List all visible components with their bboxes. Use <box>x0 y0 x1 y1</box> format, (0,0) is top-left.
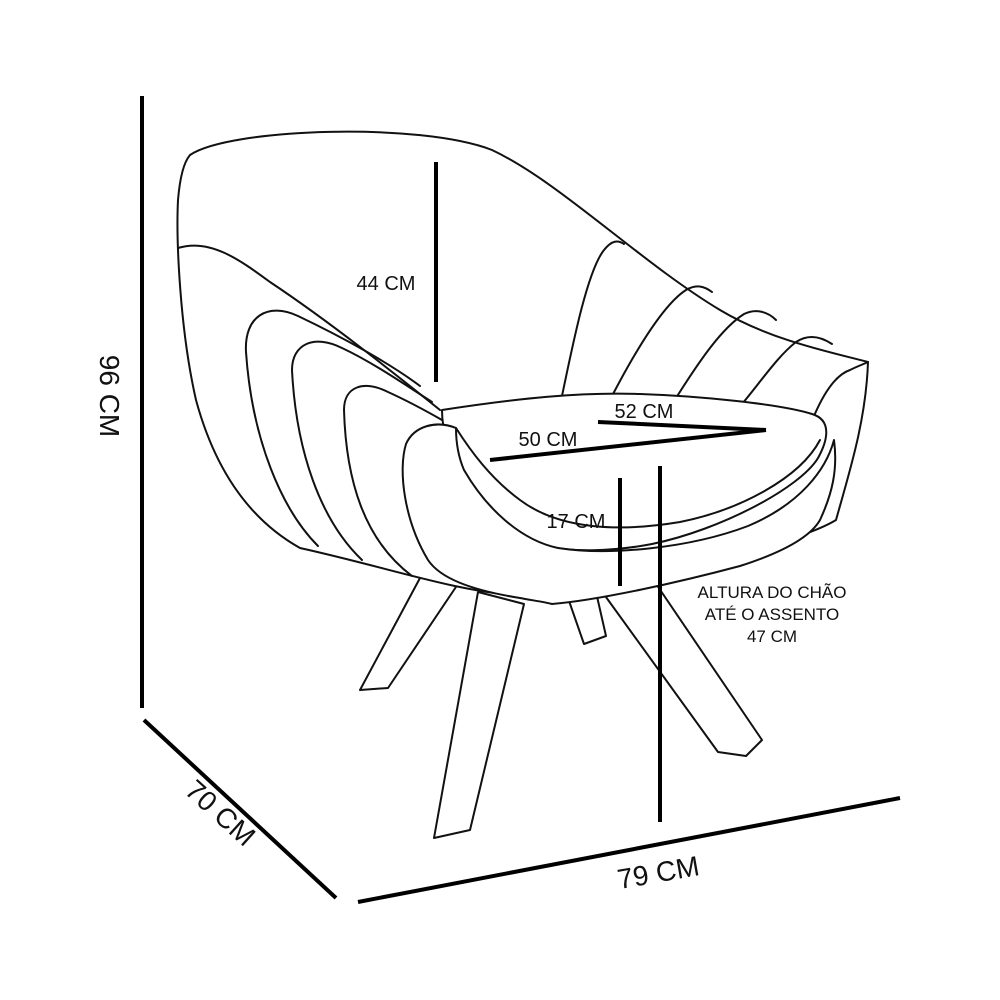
seat-width-dimension-line <box>597 420 767 432</box>
back-left-leg <box>359 577 463 691</box>
right-back-rolls <box>561 240 869 417</box>
right-roll-3 <box>675 310 777 399</box>
right-roll-2 <box>611 285 713 397</box>
left-shell-band-seam <box>177 244 441 411</box>
seat-depth-label: 50 CM <box>519 429 578 451</box>
floor-to-seat-label-line3: 47 CM <box>747 627 797 646</box>
seat-depth-dimension-line <box>489 428 767 462</box>
floor-to-seat-label-line2: ATÉ O ASSENTO <box>705 605 839 624</box>
left-arm-roll-3 <box>343 385 443 577</box>
floor-to-seat-label-line1: ALTURA DO CHÃO <box>698 583 847 602</box>
seat-width-label: 52 CM <box>615 401 674 423</box>
depth-dimension-line <box>142 718 338 900</box>
left-arm-rolls <box>244 309 443 577</box>
height-total-label: 96 CM <box>94 355 125 437</box>
front-left-leg <box>433 591 525 839</box>
right-roll-5 <box>813 361 869 417</box>
right-roll-4 <box>741 336 833 405</box>
width-dimension-line <box>357 796 901 904</box>
dimension-lines <box>140 96 901 904</box>
left-arm-roll-1 <box>244 309 421 547</box>
right-roll-1 <box>561 240 625 397</box>
depth-label: 70 CM <box>179 774 261 852</box>
left-arm-roll-2 <box>291 340 433 561</box>
width-label: 79 CM <box>615 850 702 895</box>
backrest-height-label: 44 CM <box>357 273 416 295</box>
seat-thickness-label: 17 CM <box>547 511 606 533</box>
chair-legs <box>359 571 763 839</box>
left-front-arm-roll <box>401 423 837 605</box>
